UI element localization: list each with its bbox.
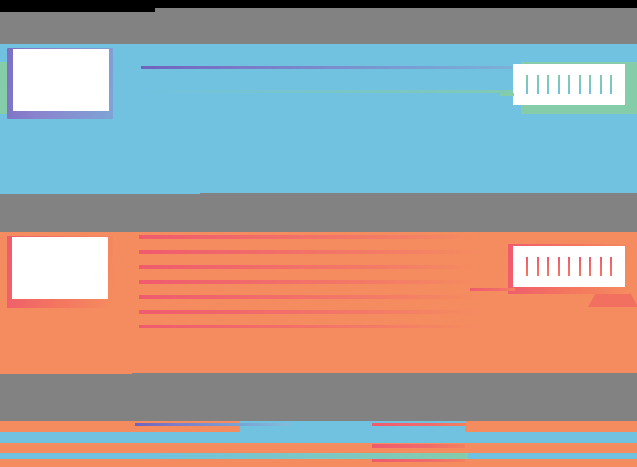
stripe-pink-rule-2 [372,444,465,448]
meter-tick [557,257,560,276]
stripe-pink-rule-3 [372,459,465,462]
footer-divider-band [0,373,637,421]
orange-text-rule [139,310,479,314]
blue-thumbnail-card[interactable] [13,49,109,111]
orange-meter-card[interactable] [513,246,625,287]
meter-tick [589,257,591,276]
mid-band-blue-notch [0,190,200,194]
meter-tick [568,257,570,276]
orange-text-rule [139,280,479,284]
orange-text-rule [139,325,479,328]
meter-tick [578,257,581,276]
meter-card-nub-blue [500,93,514,96]
meter-tick [557,75,560,94]
stripe-teal-green-overlay [138,453,468,459]
meter-tick [547,75,549,94]
stripe-purple-rule [135,423,290,426]
meter-tick [547,257,549,276]
meter-tick [599,257,602,276]
notch-mark [155,8,637,13]
meter-tick [536,75,539,94]
stripe-pink-rule-1 [372,423,465,426]
orange-text-rule [139,295,479,299]
blue-heading-rule [141,66,582,69]
meter-tick [599,75,602,94]
stripe-orange-4 [0,459,637,467]
meter-tick [568,75,570,94]
meter-tick [589,75,591,94]
blue-green-underline-rule [141,90,582,93]
footer-band-orange-notch [0,370,132,374]
meter-tick [610,257,612,276]
orange-text-rule [139,235,479,239]
stripe-blue-2 [0,432,637,443]
orange-text-rule [139,265,479,269]
meter-tick [526,75,528,94]
header-band [0,12,637,44]
stripe-orange-3 [0,443,637,453]
orange-thumbnail-card[interactable] [12,237,108,299]
meter-card-nub-orange [470,288,515,291]
orange-text-rule [139,250,479,254]
blue-meter-card[interactable] [513,64,625,105]
meter-tick [610,75,612,94]
meter-tick [578,75,581,94]
stripe-blue-1 [240,421,637,432]
mid-divider-band [0,193,637,232]
meter-tick [536,257,539,276]
stripe-orange-1 [465,421,637,432]
meter-tick [526,257,528,276]
